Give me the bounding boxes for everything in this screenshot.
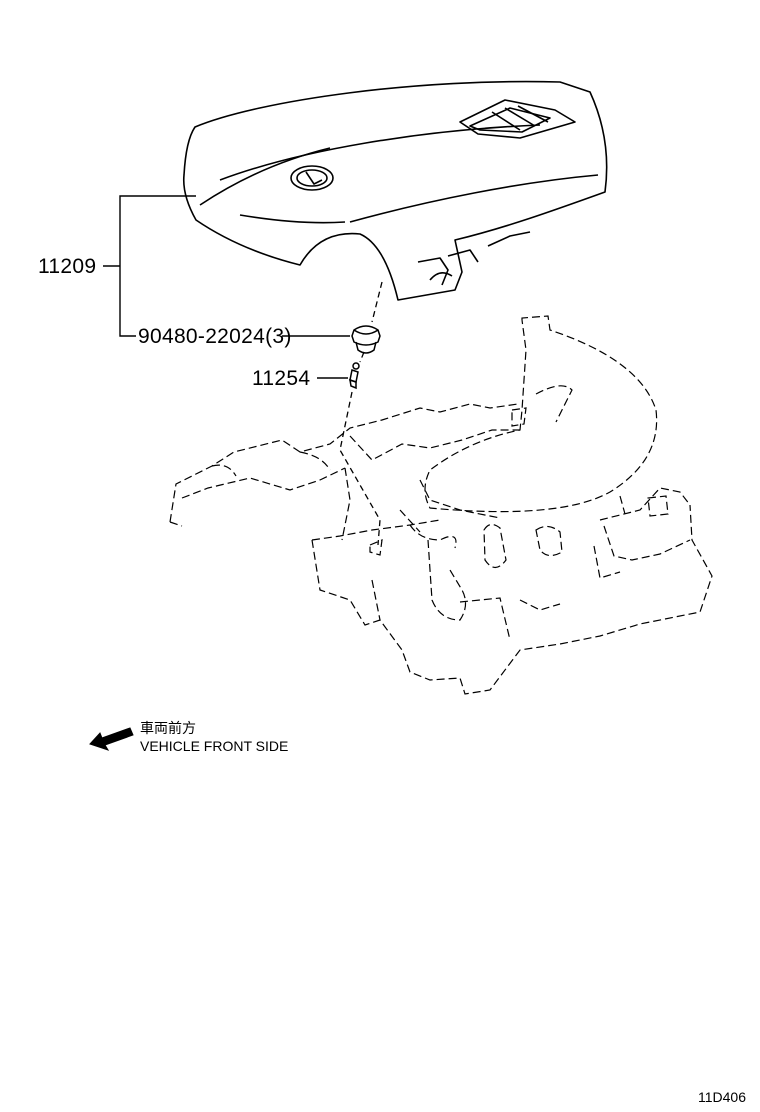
callout-11209[interactable]: 11209 [38,255,97,278]
direction-note-japanese: 車両前方 [140,720,196,736]
figure-code: 11D406 [698,1089,747,1105]
callout-11254[interactable]: 11254 [252,367,311,390]
cover-pin[interactable] [349,362,360,390]
direction-note-english: VEHICLE FRONT SIDE [140,738,289,754]
callout-90480-22024[interactable]: 90480-22024(3) [138,325,292,348]
assembly-lines [339,281,383,546]
leader-lines [103,195,350,379]
vehicle-front-arrow-icon [89,727,134,751]
engine-block [169,315,713,695]
cover-grommet[interactable] [351,325,381,354]
engine-cover[interactable] [182,80,608,301]
